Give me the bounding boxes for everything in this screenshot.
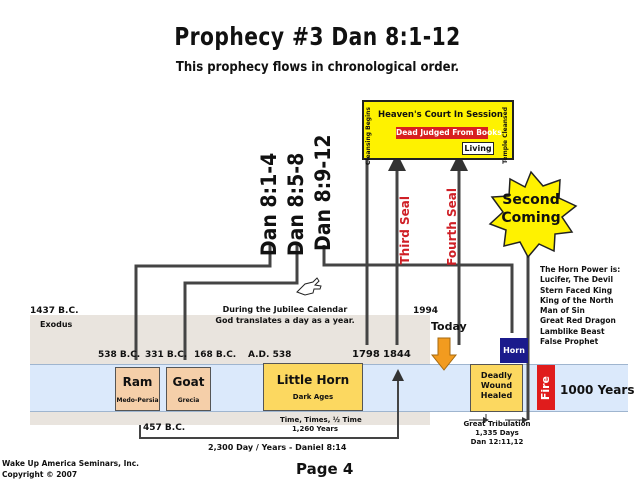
page-number: Page 4 bbox=[296, 460, 354, 478]
ram-title: Ram bbox=[122, 375, 153, 389]
horn-power-item: Lamblike Beast bbox=[540, 326, 605, 336]
deadly-wound-box: Deadly Wound Healed bbox=[470, 364, 523, 412]
jubilee-note-line1: During the Jubilee Calendar bbox=[222, 305, 348, 314]
cleansing-begins-label: Cleansing Begins bbox=[365, 107, 372, 165]
horn-power-heading: The Horn Power is: bbox=[540, 265, 621, 274]
page-subtitle: This prophecy flows in chronological ord… bbox=[175, 60, 460, 75]
date-457-bc: 457 B.C. bbox=[143, 423, 186, 433]
great-tribulation-note: Great Tribulation 1,335 Days Dan 12:11,1… bbox=[462, 420, 532, 447]
great-tribulation-line3: Dan 12:11,12 bbox=[470, 438, 524, 446]
starburst-shape bbox=[488, 170, 578, 259]
exodus-label: Exodus bbox=[40, 320, 73, 329]
day-year-label: 2,300 Day / Years - Daniel 8:14 bbox=[208, 443, 347, 452]
date-ad-538: A.D. 538 bbox=[248, 350, 292, 360]
footer-org: Wake Up America Seminars, Inc. Copyright… bbox=[2, 458, 139, 480]
heavens-court-title: Heaven's Court In Session bbox=[378, 110, 503, 120]
ram-subtitle: Medo-Persia bbox=[116, 397, 159, 404]
goat-subtitle: Grecia bbox=[177, 397, 200, 404]
date-1844: 1844 bbox=[383, 349, 411, 360]
little-horn-subtitle: Dark Ages bbox=[292, 393, 334, 401]
horn-power-item: King of the North bbox=[540, 295, 614, 305]
horn-power-item: Stern Faced King bbox=[540, 285, 613, 295]
second-coming-label: Second Coming bbox=[500, 191, 562, 227]
temple-cleansed-label: Temple Cleansed bbox=[502, 107, 509, 164]
date-168-bc: 168 B.C. bbox=[194, 350, 237, 360]
horn-power-item: False Prophet bbox=[540, 337, 599, 347]
goat-title: Goat bbox=[172, 375, 205, 389]
date-1994: 1994 bbox=[413, 306, 439, 316]
deadly-wound-line1: Deadly bbox=[480, 371, 513, 380]
date-331-bc: 331 B.C. bbox=[145, 350, 188, 360]
little-horn-title: Little Horn bbox=[276, 373, 350, 387]
today-arrow-shape bbox=[430, 337, 458, 371]
great-tribulation-line2: 1,335 Days bbox=[475, 429, 519, 437]
horn-power-list: The Horn Power is: Lucifer, The Devil St… bbox=[540, 265, 620, 347]
thousand-years-label: 1000 Years bbox=[560, 383, 635, 397]
heavens-court-box: Cleansing Begins Temple Cleansed Heaven'… bbox=[362, 100, 514, 165]
horn-box: Horn bbox=[500, 338, 528, 363]
scripture-label-dan-8-5-8: Dan 8:5-8 bbox=[284, 152, 308, 257]
footer-org-line1: Wake Up America Seminars, Inc. bbox=[2, 459, 140, 468]
date-1437-bc: 1437 B.C. bbox=[30, 306, 79, 316]
little-horn-box: Little Horn Dark Ages bbox=[263, 363, 363, 411]
scripture-label-dan-8-9-12: Dan 8:9-12 bbox=[311, 134, 335, 251]
second-coming-line1: Second bbox=[502, 192, 560, 208]
horn-power-item: Man of Sin bbox=[540, 306, 585, 316]
horn-power-item: Lucifer, The Devil bbox=[540, 275, 614, 285]
fire-box: Fire bbox=[537, 365, 555, 410]
today-label: Today bbox=[431, 320, 467, 333]
horn-power-item: Great Red Dragon bbox=[540, 316, 616, 326]
great-tribulation-line1: Great Tribulation bbox=[463, 420, 531, 428]
fourth-seal-label: Fourth Seal bbox=[445, 188, 459, 266]
second-coming-line2: Coming bbox=[501, 210, 561, 226]
ram-box: Ram Medo-Persia bbox=[115, 367, 160, 411]
time-times-line2: 1,260 Years bbox=[291, 425, 339, 433]
deadly-wound-line2: Wound bbox=[480, 381, 513, 390]
footer-org-line2: Copyright © 2007 bbox=[2, 470, 78, 479]
scripture-label-dan-8-1-4: Dan 8:1-4 bbox=[257, 152, 281, 257]
page-title: Prophecy #3 Dan 8:1-12 bbox=[174, 22, 461, 51]
pointing-hand-icon bbox=[296, 277, 322, 296]
jubilee-note: During the Jubilee Calendar God translat… bbox=[205, 304, 365, 326]
jubilee-note-line2: God translates a day as a year. bbox=[215, 316, 355, 325]
goat-box: Goat Grecia bbox=[166, 367, 211, 411]
third-seal-label: Third Seal bbox=[398, 196, 412, 265]
time-times-note: Time, Times, ½ Time 1,260 Years bbox=[280, 416, 362, 434]
date-538-bc: 538 B.C. bbox=[98, 350, 141, 360]
deadly-wound-line3: Healed bbox=[480, 391, 513, 400]
dead-judged-box: Dead Judged From Books bbox=[396, 127, 502, 139]
date-1798: 1798 bbox=[352, 349, 380, 360]
time-times-line1: Time, Times, ½ Time bbox=[280, 416, 362, 424]
fire-label: Fire bbox=[539, 376, 552, 401]
living-box: Living bbox=[462, 142, 494, 155]
